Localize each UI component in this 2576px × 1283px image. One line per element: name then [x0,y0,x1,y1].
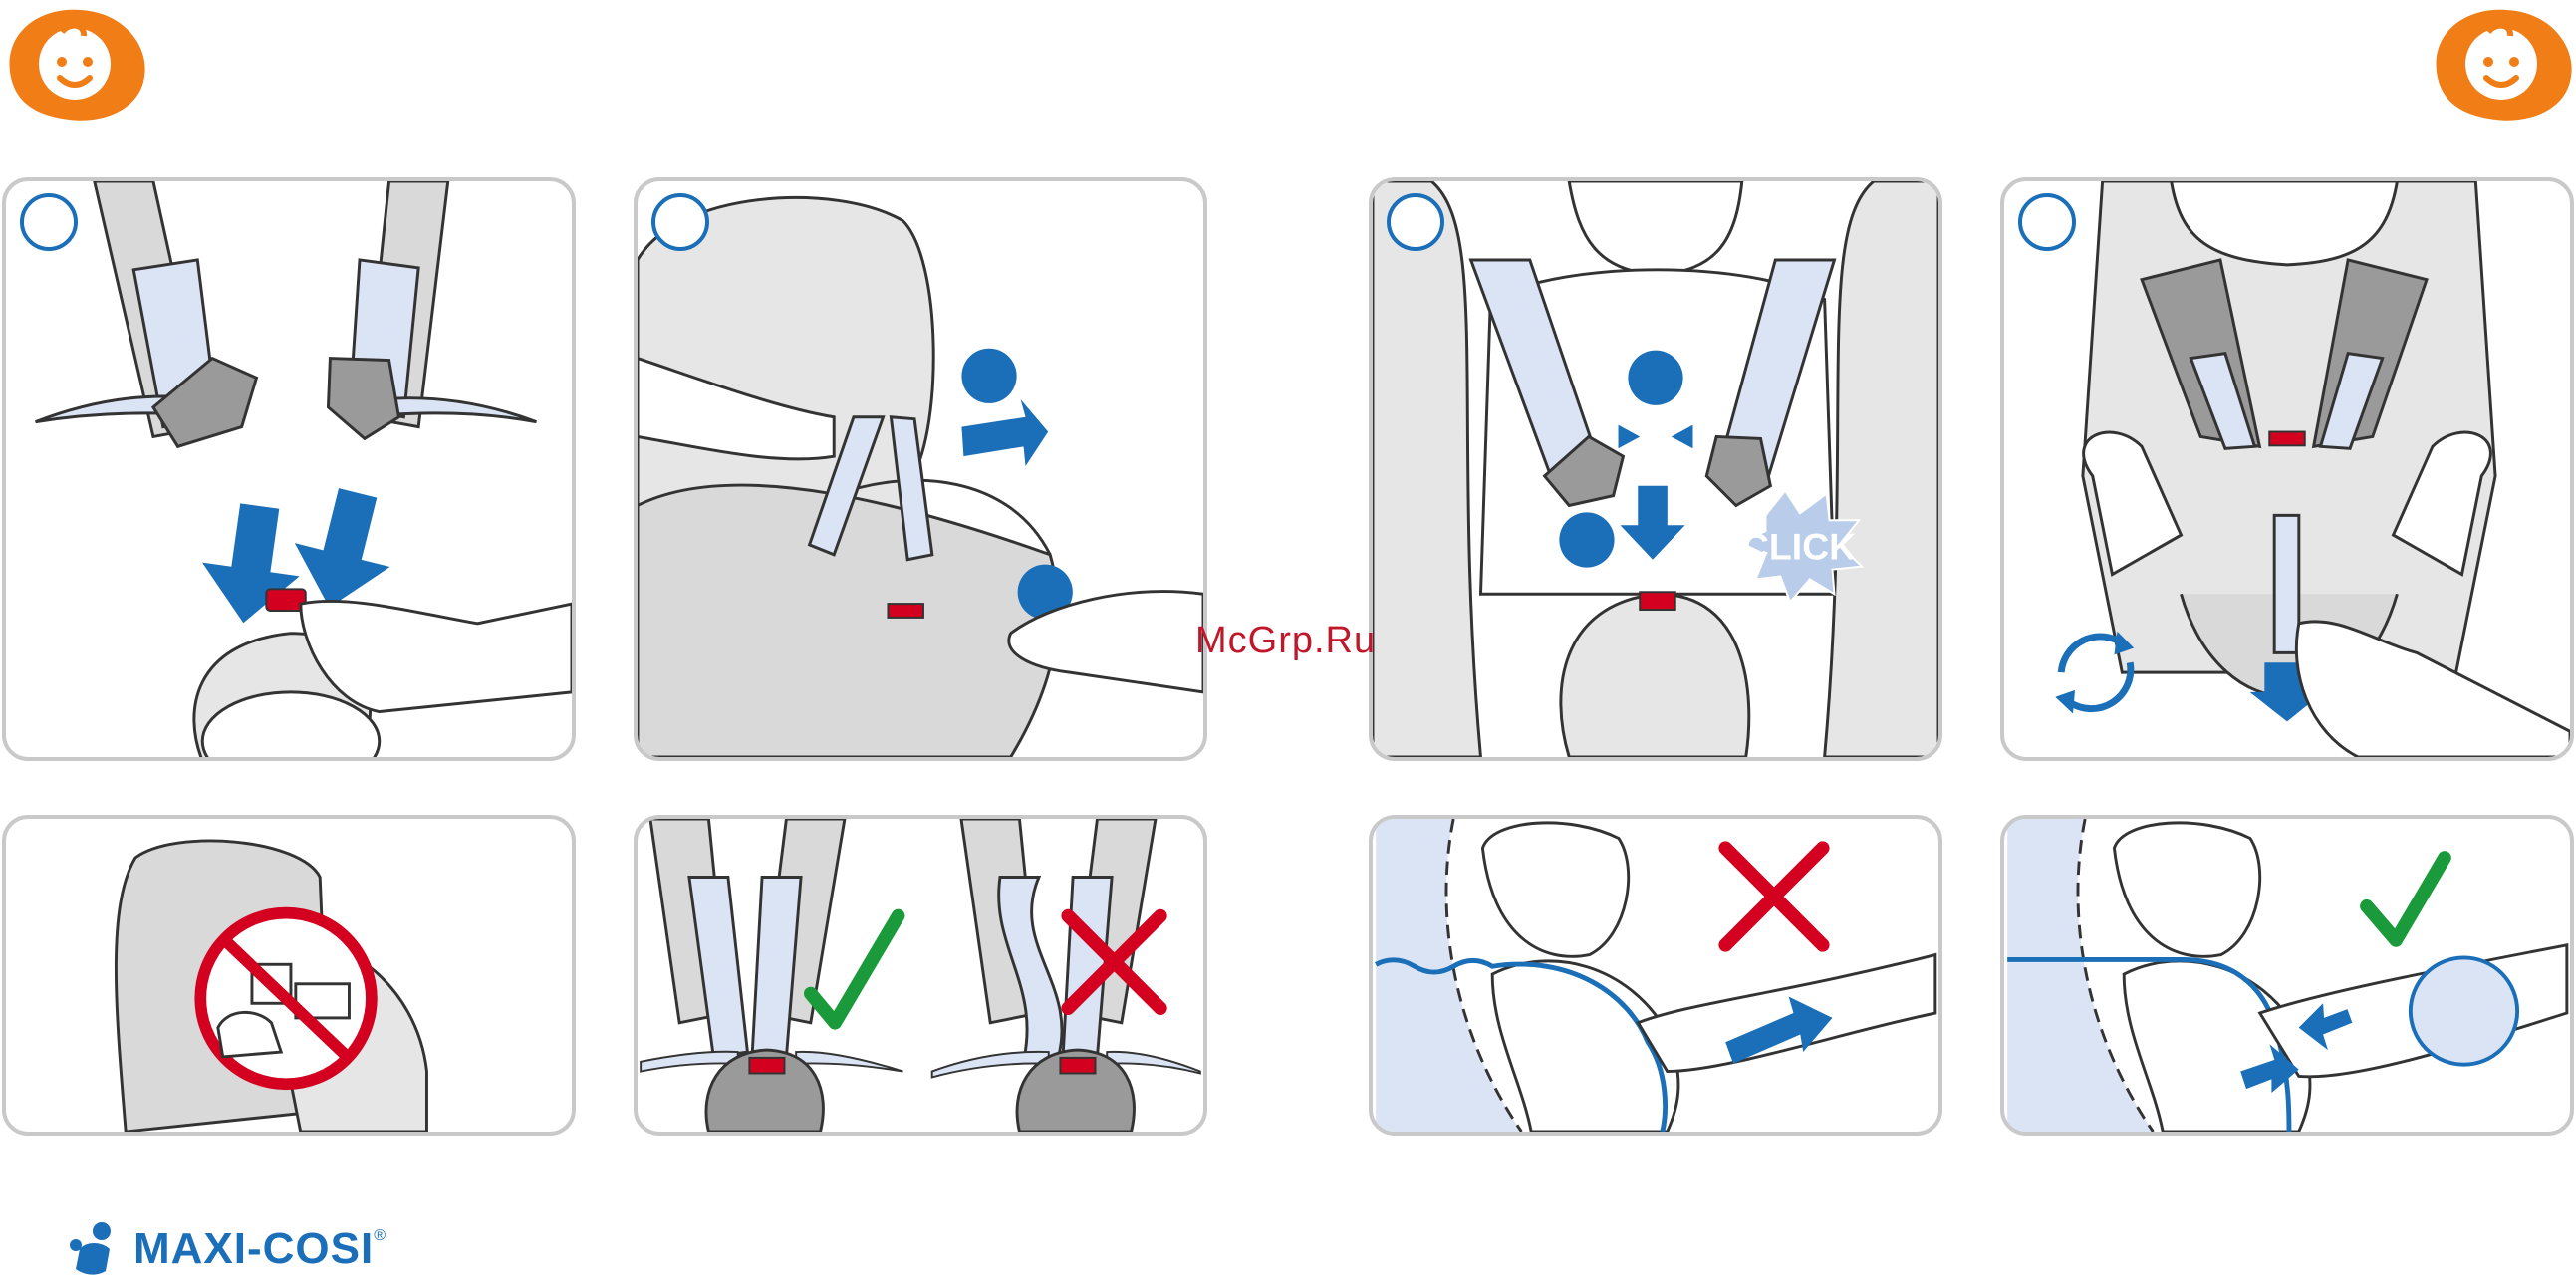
panel-buckle-release [2,177,576,761]
maxi-cosi-logo: MAXI-COSI ® [66,1217,386,1281]
brand-trademark: ® [374,1227,386,1245]
baby-face-icon-left [0,2,149,126]
panel-no-loose-objects [2,815,576,1136]
panel-harness-tension-correct [2000,815,2574,1136]
step-number-circle [20,193,78,251]
maxi-cosi-logo-icon [66,1219,126,1279]
step-number-circle [651,193,709,251]
panel-harness-adjust [634,177,1207,761]
baby-face-icon-right [2427,2,2576,126]
step-number-circle [1387,193,1444,251]
panel-buckle-insert: CLICK [1369,177,1942,761]
panel-harness-loose-wrong [1369,815,1942,1136]
watermark-text: McGrp.Ru [1195,620,1376,662]
panel-harness-twist-check [634,815,1207,1136]
brand-name: MAXI-COSI [133,1224,374,1274]
panel-harness-tighten [2000,177,2574,761]
step-number-circle [2018,193,2076,251]
click-label: CLICK [1742,526,1856,568]
